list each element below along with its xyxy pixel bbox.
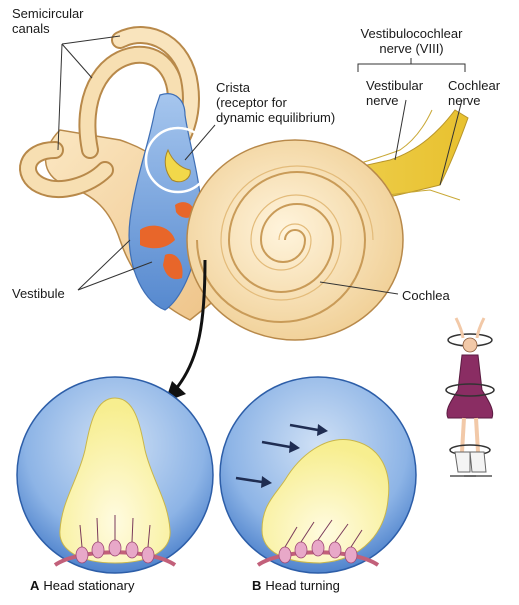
label-crista-line1: Crista — [216, 80, 250, 95]
label-semicircular-line1: Semicircular — [12, 6, 84, 21]
panel-b-illustration — [219, 376, 417, 574]
leader-lines — [57, 35, 466, 295]
caption-a-text: Head stationary — [43, 578, 135, 593]
label-vestibular-line1: Vestibular — [366, 78, 424, 93]
label-crista: Crista (receptor for dynamic equilibrium… — [216, 80, 335, 125]
skater-illustration — [445, 317, 495, 477]
label-cochlea: Cochlea — [402, 288, 450, 303]
caption-a-letter: A — [30, 578, 40, 593]
label-cochlear-line1: Cochlear — [448, 78, 501, 93]
label-semicircular-canals: Semicircular canals — [12, 6, 84, 36]
label-semicircular-line2: canals — [12, 21, 50, 36]
panel-a-illustration — [16, 376, 214, 574]
fluid-flow-arrows — [235, 423, 328, 488]
label-cochlear-line2: nerve — [448, 93, 481, 108]
label-vestibular-line2: nerve — [366, 93, 399, 108]
caption-b-letter: B — [252, 578, 262, 593]
label-crista-line3: dynamic equilibrium) — [216, 110, 336, 125]
label-vestibulocochlear-line2: nerve (VIII) — [379, 41, 444, 56]
label-vestibulocochlear-line1: Vestibulocochlear — [360, 26, 463, 41]
bony-labyrinth — [19, 26, 217, 321]
caption-b-text: Head turning — [265, 578, 340, 593]
cochlea — [186, 139, 404, 341]
label-vestibule: Vestibule — [12, 286, 65, 301]
label-vestibulocochlear-nerve: Vestibulocochlear nerve (VIII) — [354, 26, 469, 56]
crista-highlight — [144, 126, 212, 194]
label-vestibular-nerve: Vestibular nerve — [366, 78, 423, 108]
label-cochlear-nerve: Cochlear nerve — [448, 78, 500, 108]
label-crista-line2: (receptor for — [216, 95, 287, 110]
